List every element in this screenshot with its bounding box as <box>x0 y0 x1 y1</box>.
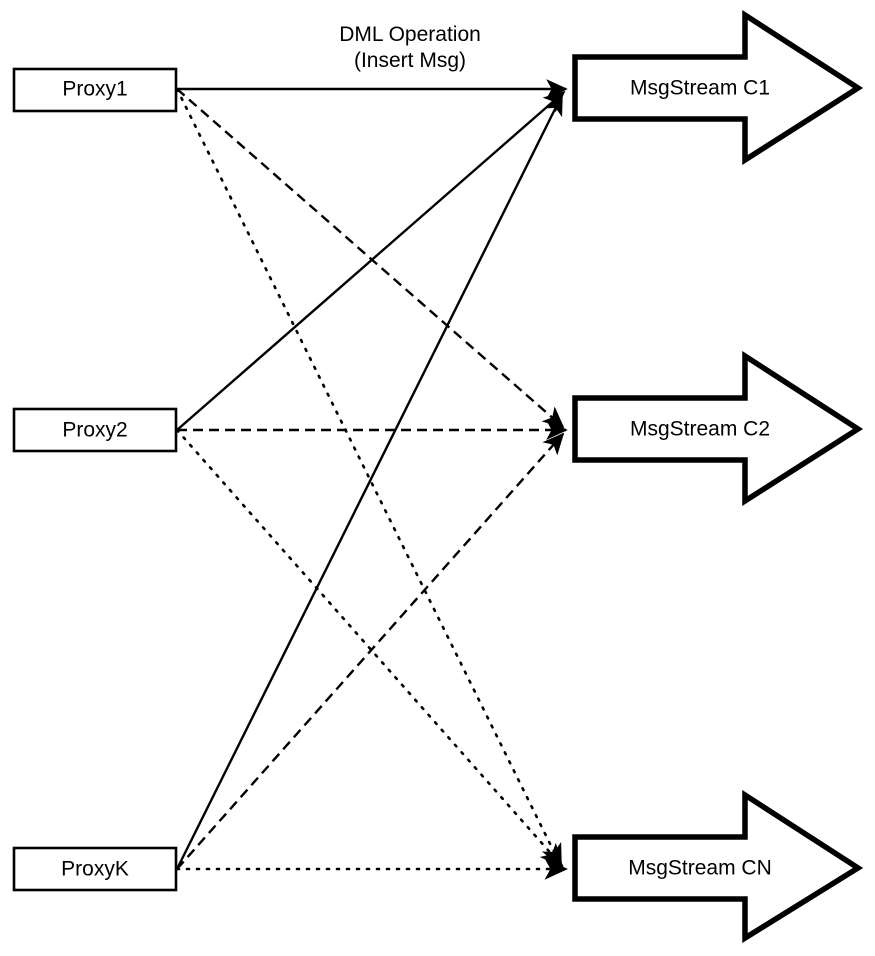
edge-proxy2-to-c1 <box>176 90 566 431</box>
edge-proxyk-to-c1 <box>175 93 564 870</box>
edge-label-line1: DML Operation <box>339 23 481 46</box>
msgstream-c2-arrow-shape[interactable] <box>572 350 864 507</box>
edges-layer <box>175 79 568 880</box>
edge-proxy1-to-cn <box>175 87 563 868</box>
edge-proxy2-to-cn <box>175 428 564 868</box>
node-proxy1[interactable]: Proxy1 <box>12 67 178 113</box>
node-msgstream-c1[interactable]: MsgStream C1 <box>572 9 864 166</box>
node-proxyk[interactable]: ProxyK <box>12 846 178 892</box>
msgstream-cn-arrow-shape[interactable] <box>572 789 864 943</box>
proxy2-label: Proxy2 <box>62 419 127 442</box>
node-proxy2[interactable]: Proxy2 <box>12 407 178 453</box>
msgstream-c1-label: MsgStream C1 <box>630 77 770 100</box>
proxy2-box[interactable] <box>12 407 178 453</box>
msgstream-cn-label: MsgStream CN <box>628 857 772 880</box>
msgstream-c2-label: MsgStream C2 <box>630 418 770 441</box>
proxyk-label: ProxyK <box>61 858 129 881</box>
proxy1-label: Proxy1 <box>62 78 127 101</box>
edge-label-line2: (Insert Msg) <box>354 49 466 72</box>
edge-label-dml-operation: DML Operation (Insert Msg) <box>339 23 481 72</box>
proxyk-box[interactable] <box>12 846 178 892</box>
node-msgstream-cn[interactable]: MsgStream CN <box>572 789 864 943</box>
msgstream-c1-arrow-shape[interactable] <box>572 9 864 166</box>
node-msgstream-c2[interactable]: MsgStream C2 <box>572 350 864 507</box>
edge-proxy1-to-c2 <box>176 88 565 429</box>
edge-proxyk-to-c2 <box>176 432 565 870</box>
proxy1-box[interactable] <box>12 67 178 113</box>
